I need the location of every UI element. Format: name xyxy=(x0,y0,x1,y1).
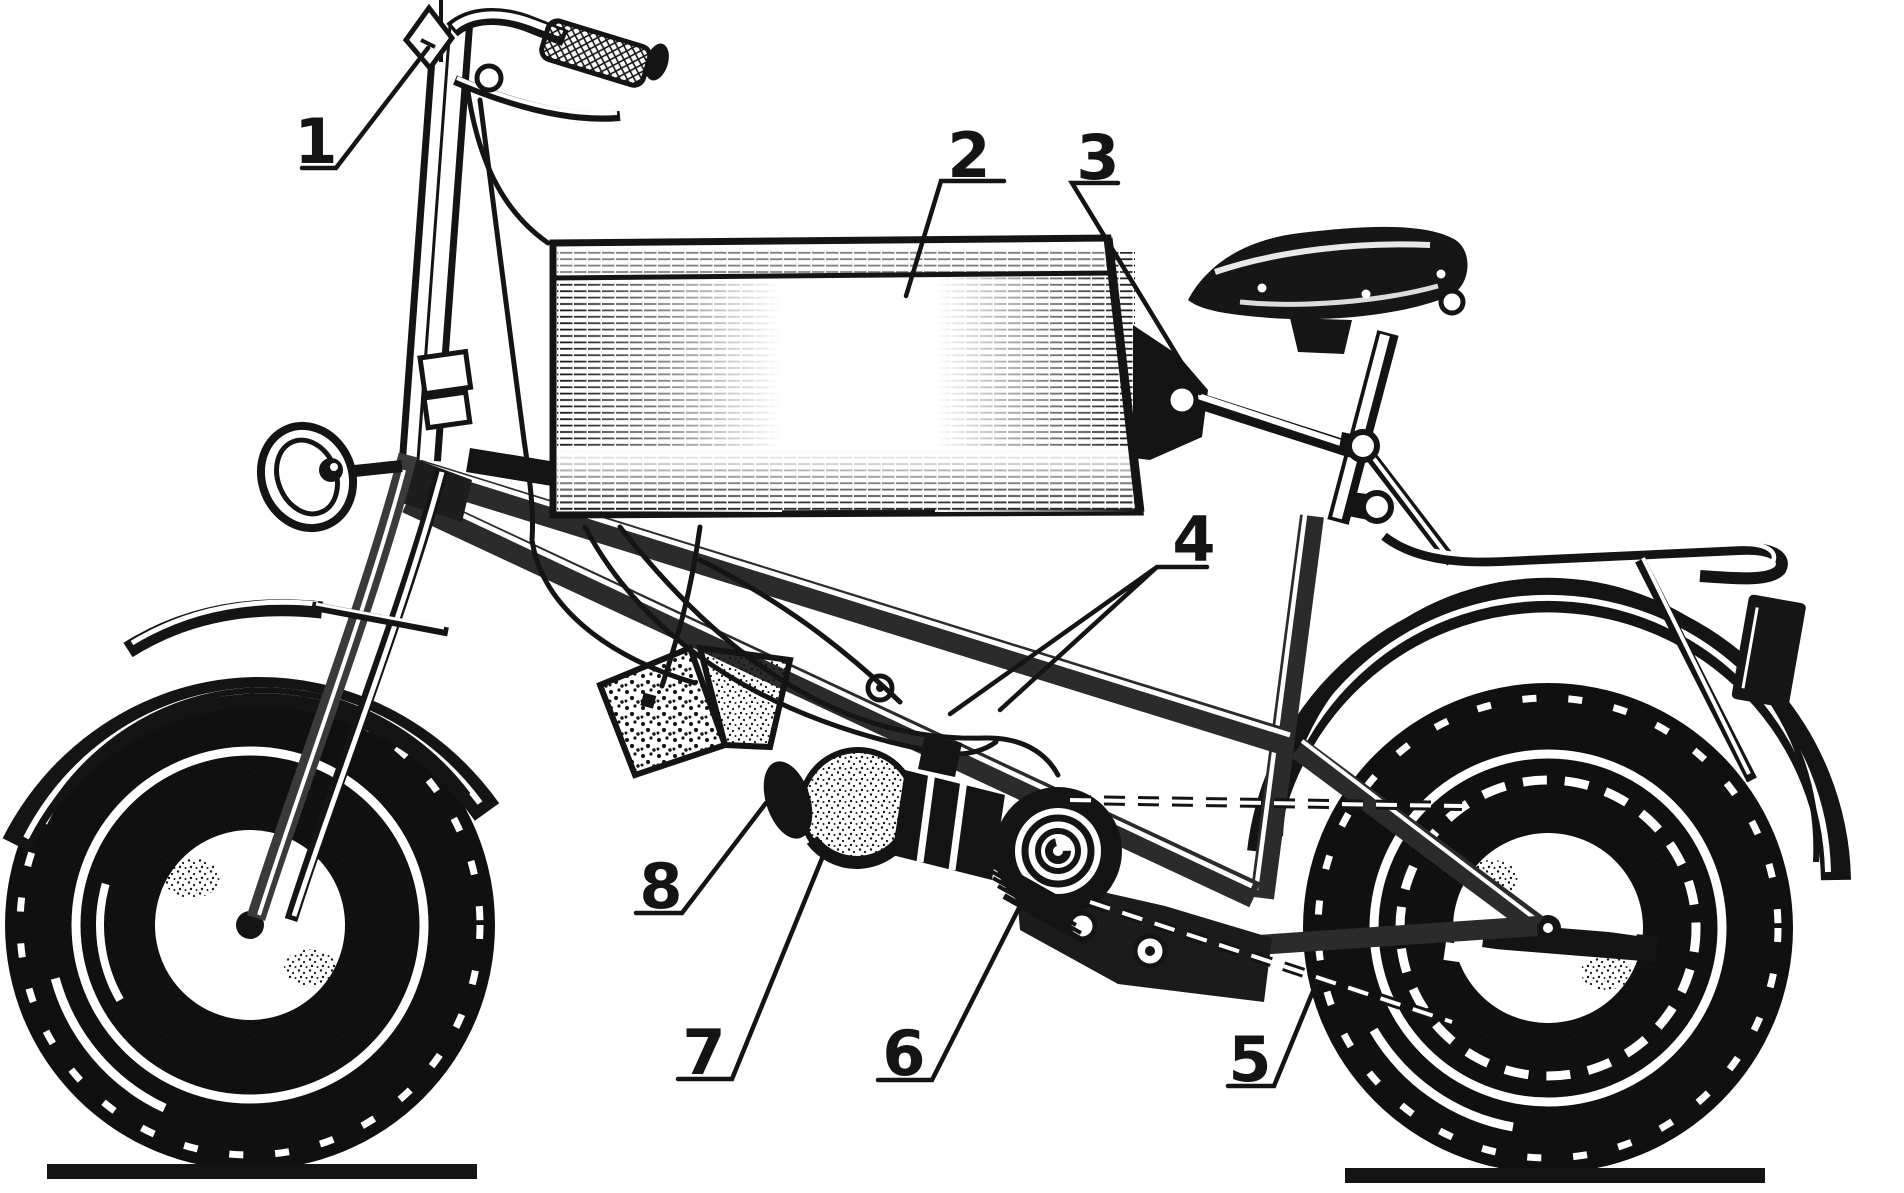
stay-lug-bolt xyxy=(1360,490,1394,524)
motor-clamp xyxy=(892,735,1005,880)
electric-motor xyxy=(763,747,918,869)
ground-line-rear xyxy=(1345,1168,1765,1183)
rack-rail xyxy=(1381,530,1788,585)
saddle-rivet xyxy=(1436,269,1446,279)
callout-5-chain: 5 xyxy=(1225,981,1319,1096)
callout-label-5: 5 xyxy=(1228,1023,1271,1096)
front-fender-top-piece xyxy=(123,599,323,658)
strut-bolt xyxy=(1165,383,1199,417)
box-lid-seam xyxy=(552,270,1113,281)
front-tire-tread xyxy=(16,691,484,1159)
battery-box xyxy=(466,234,1145,519)
callout-label-3: 3 xyxy=(1076,121,1119,194)
saddle-rivet xyxy=(1257,283,1267,293)
seat-tube xyxy=(1250,514,1324,900)
callout-1-switch: 1 xyxy=(294,45,431,178)
brake-lever xyxy=(453,75,621,122)
motor-bracket xyxy=(596,644,895,779)
front-wheel xyxy=(5,680,495,1170)
rear-fender xyxy=(1247,577,1851,881)
rear-rack xyxy=(1361,446,1806,783)
ground-line-front xyxy=(47,1164,477,1179)
handlebar xyxy=(402,0,669,122)
callout-4-wires: 4 xyxy=(947,503,1216,717)
rear-tire-tread xyxy=(1314,694,1782,1162)
callouts: 1 2 3 4 5 6 7 8 xyxy=(294,45,1319,1096)
callout-8-bracket: 8 xyxy=(633,800,769,923)
callout-label-4: 4 xyxy=(1172,503,1215,576)
bar-clamp xyxy=(474,63,504,93)
drive-belt xyxy=(977,851,1089,946)
handlebar-grip xyxy=(539,18,653,88)
chain-stay xyxy=(1242,916,1538,956)
box-front-support xyxy=(466,448,556,486)
column-clamp xyxy=(417,348,474,397)
seat-assembly xyxy=(1188,226,1468,525)
saddle-spring xyxy=(1438,288,1466,316)
drive-chain xyxy=(1069,795,1463,1027)
callout-2-battery-box: 2 xyxy=(903,119,1007,299)
front-fork xyxy=(246,23,474,922)
seat-strut xyxy=(1133,325,1355,460)
rear-wheel xyxy=(1303,683,1793,1173)
callout-label-2: 2 xyxy=(947,119,990,192)
seat-stay xyxy=(1291,738,1544,936)
callout-label-6: 6 xyxy=(882,1017,925,1090)
tail-box xyxy=(1731,594,1806,708)
callout-label-8: 8 xyxy=(639,850,682,923)
front-fender xyxy=(2,599,500,852)
callout-label-7: 7 xyxy=(682,1016,725,1089)
grip-end-cap xyxy=(645,43,669,81)
motor-wires xyxy=(582,524,1061,778)
post-lug-bolt xyxy=(1346,429,1380,463)
callout-label-1: 1 xyxy=(294,105,337,178)
callout-6-belt: 6 xyxy=(875,895,1027,1090)
callout-7-motor: 7 xyxy=(675,853,826,1089)
saddle-rivet xyxy=(1361,289,1371,299)
callout-3-strut: 3 xyxy=(1067,121,1203,396)
saddle-clamp xyxy=(1290,318,1352,354)
headlight xyxy=(256,421,403,533)
fender-brace xyxy=(311,601,449,637)
